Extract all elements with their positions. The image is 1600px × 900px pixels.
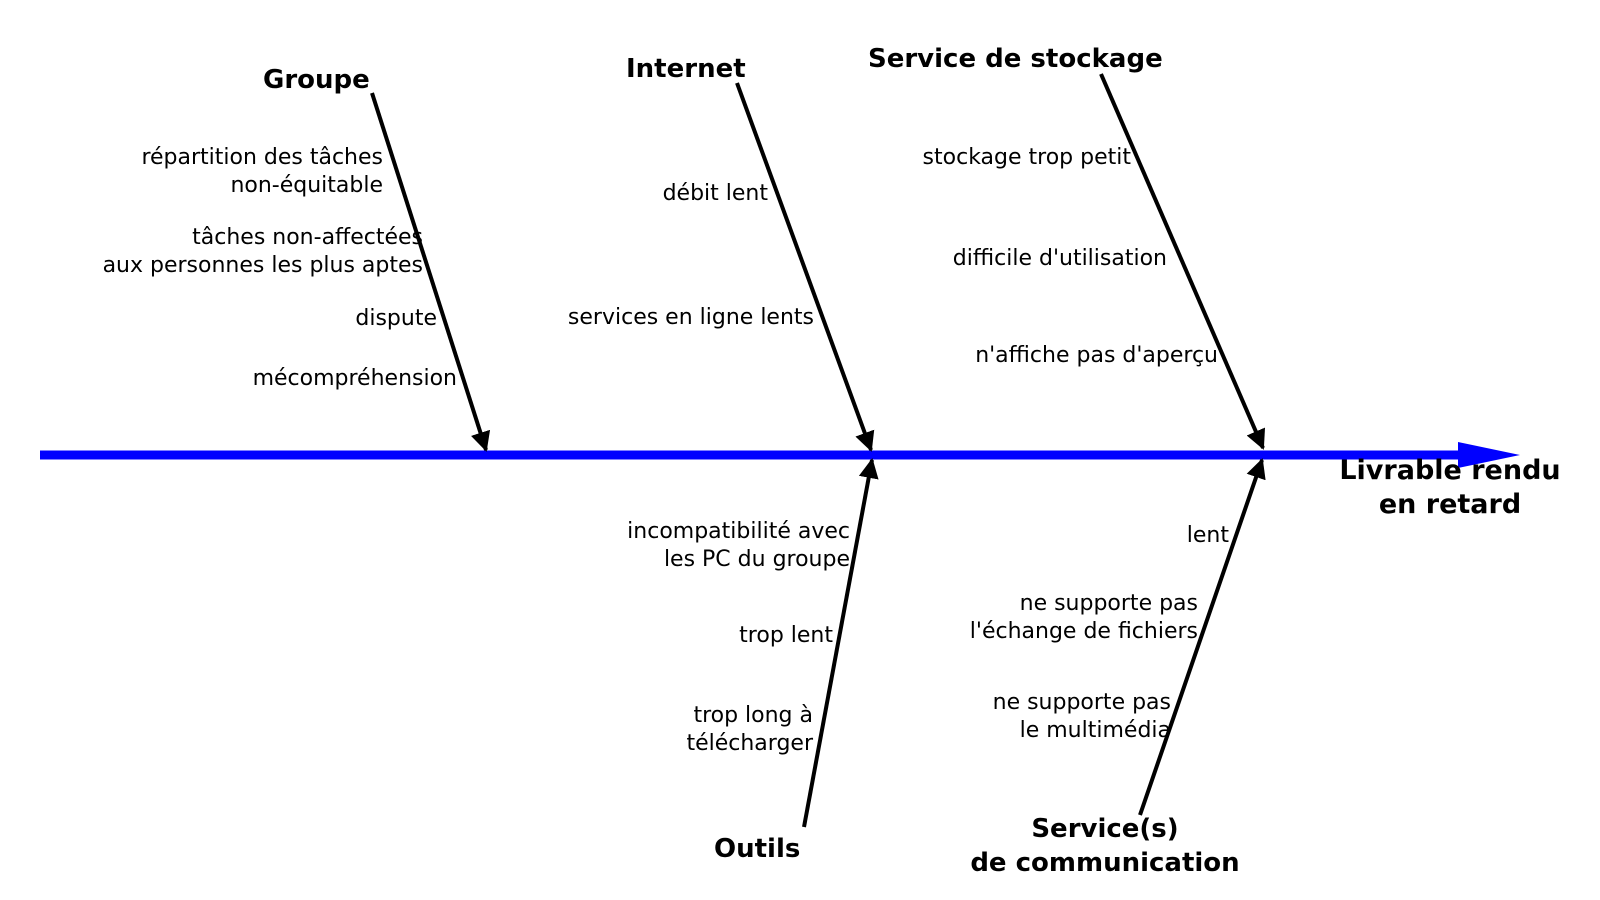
spine-arrowhead bbox=[1458, 442, 1520, 468]
cause-groupe-2: tâches non-affectées aux personnes les p… bbox=[102, 225, 423, 278]
cause-communication-1: lent bbox=[1186, 523, 1229, 548]
cause-groupe-3: dispute bbox=[355, 306, 437, 331]
category-title-outils: Outils bbox=[714, 834, 801, 864]
bone-stockage bbox=[1099, 73, 1266, 450]
bone-outils bbox=[802, 458, 879, 828]
category-title-groupe: Groupe bbox=[263, 65, 370, 95]
cause-outils-3: trop long à télécharger bbox=[686, 703, 813, 756]
cause-internet-1: débit lent bbox=[662, 181, 768, 206]
cause-outils-1: incompatibilité avec les PC du groupe bbox=[627, 519, 850, 572]
cause-internet-2: services en ligne lents bbox=[567, 305, 814, 330]
cause-communication-3: ne supporte pas le multimédia bbox=[992, 690, 1171, 743]
bone-communication bbox=[1138, 458, 1266, 816]
category-title-internet: Internet bbox=[626, 54, 746, 84]
cause-outils-2: trop lent bbox=[739, 623, 833, 648]
bone-internet bbox=[735, 82, 875, 452]
cause-stockage-3: n'affiche pas d'aperçu bbox=[975, 343, 1218, 368]
cause-groupe-4: mécompréhension bbox=[252, 366, 457, 391]
cause-communication-2: ne supporte pas l'échange de fichiers bbox=[969, 591, 1198, 644]
cause-groupe-1: répartition des tâches non-équitable bbox=[141, 145, 383, 198]
effect-label: Livrable rendu en retard bbox=[1339, 455, 1561, 520]
category-title-communication: Service(s) de communication bbox=[970, 814, 1240, 878]
category-title-stockage: Service de stockage bbox=[868, 44, 1163, 74]
bone-groupe bbox=[370, 92, 491, 452]
cause-stockage-2: difficile d'utilisation bbox=[952, 246, 1167, 271]
cause-stockage-1: stockage trop petit bbox=[922, 145, 1131, 170]
